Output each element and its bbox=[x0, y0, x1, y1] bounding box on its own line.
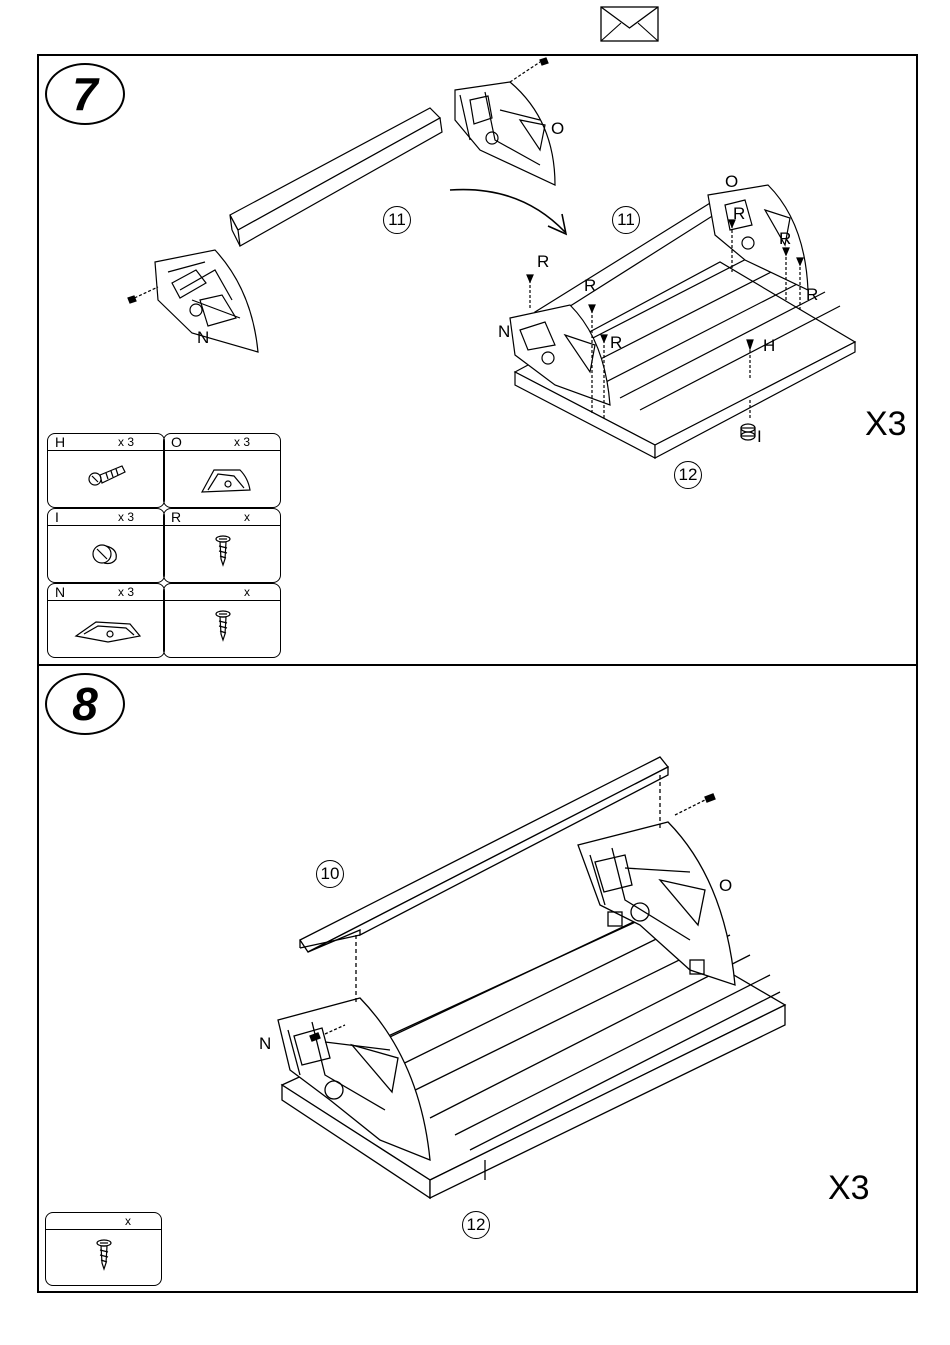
screw-icon bbox=[46, 1231, 163, 1287]
label-o: O bbox=[719, 877, 732, 895]
label-n: N bbox=[259, 1035, 271, 1053]
part-12-base: 12 bbox=[462, 1211, 490, 1239]
step-8-multiplier: X3 bbox=[828, 1170, 870, 1206]
hardware-qty: x bbox=[125, 1213, 131, 1229]
part-10-top-board: 10 bbox=[316, 860, 344, 888]
hardware-box-screw: x bbox=[45, 1212, 162, 1286]
